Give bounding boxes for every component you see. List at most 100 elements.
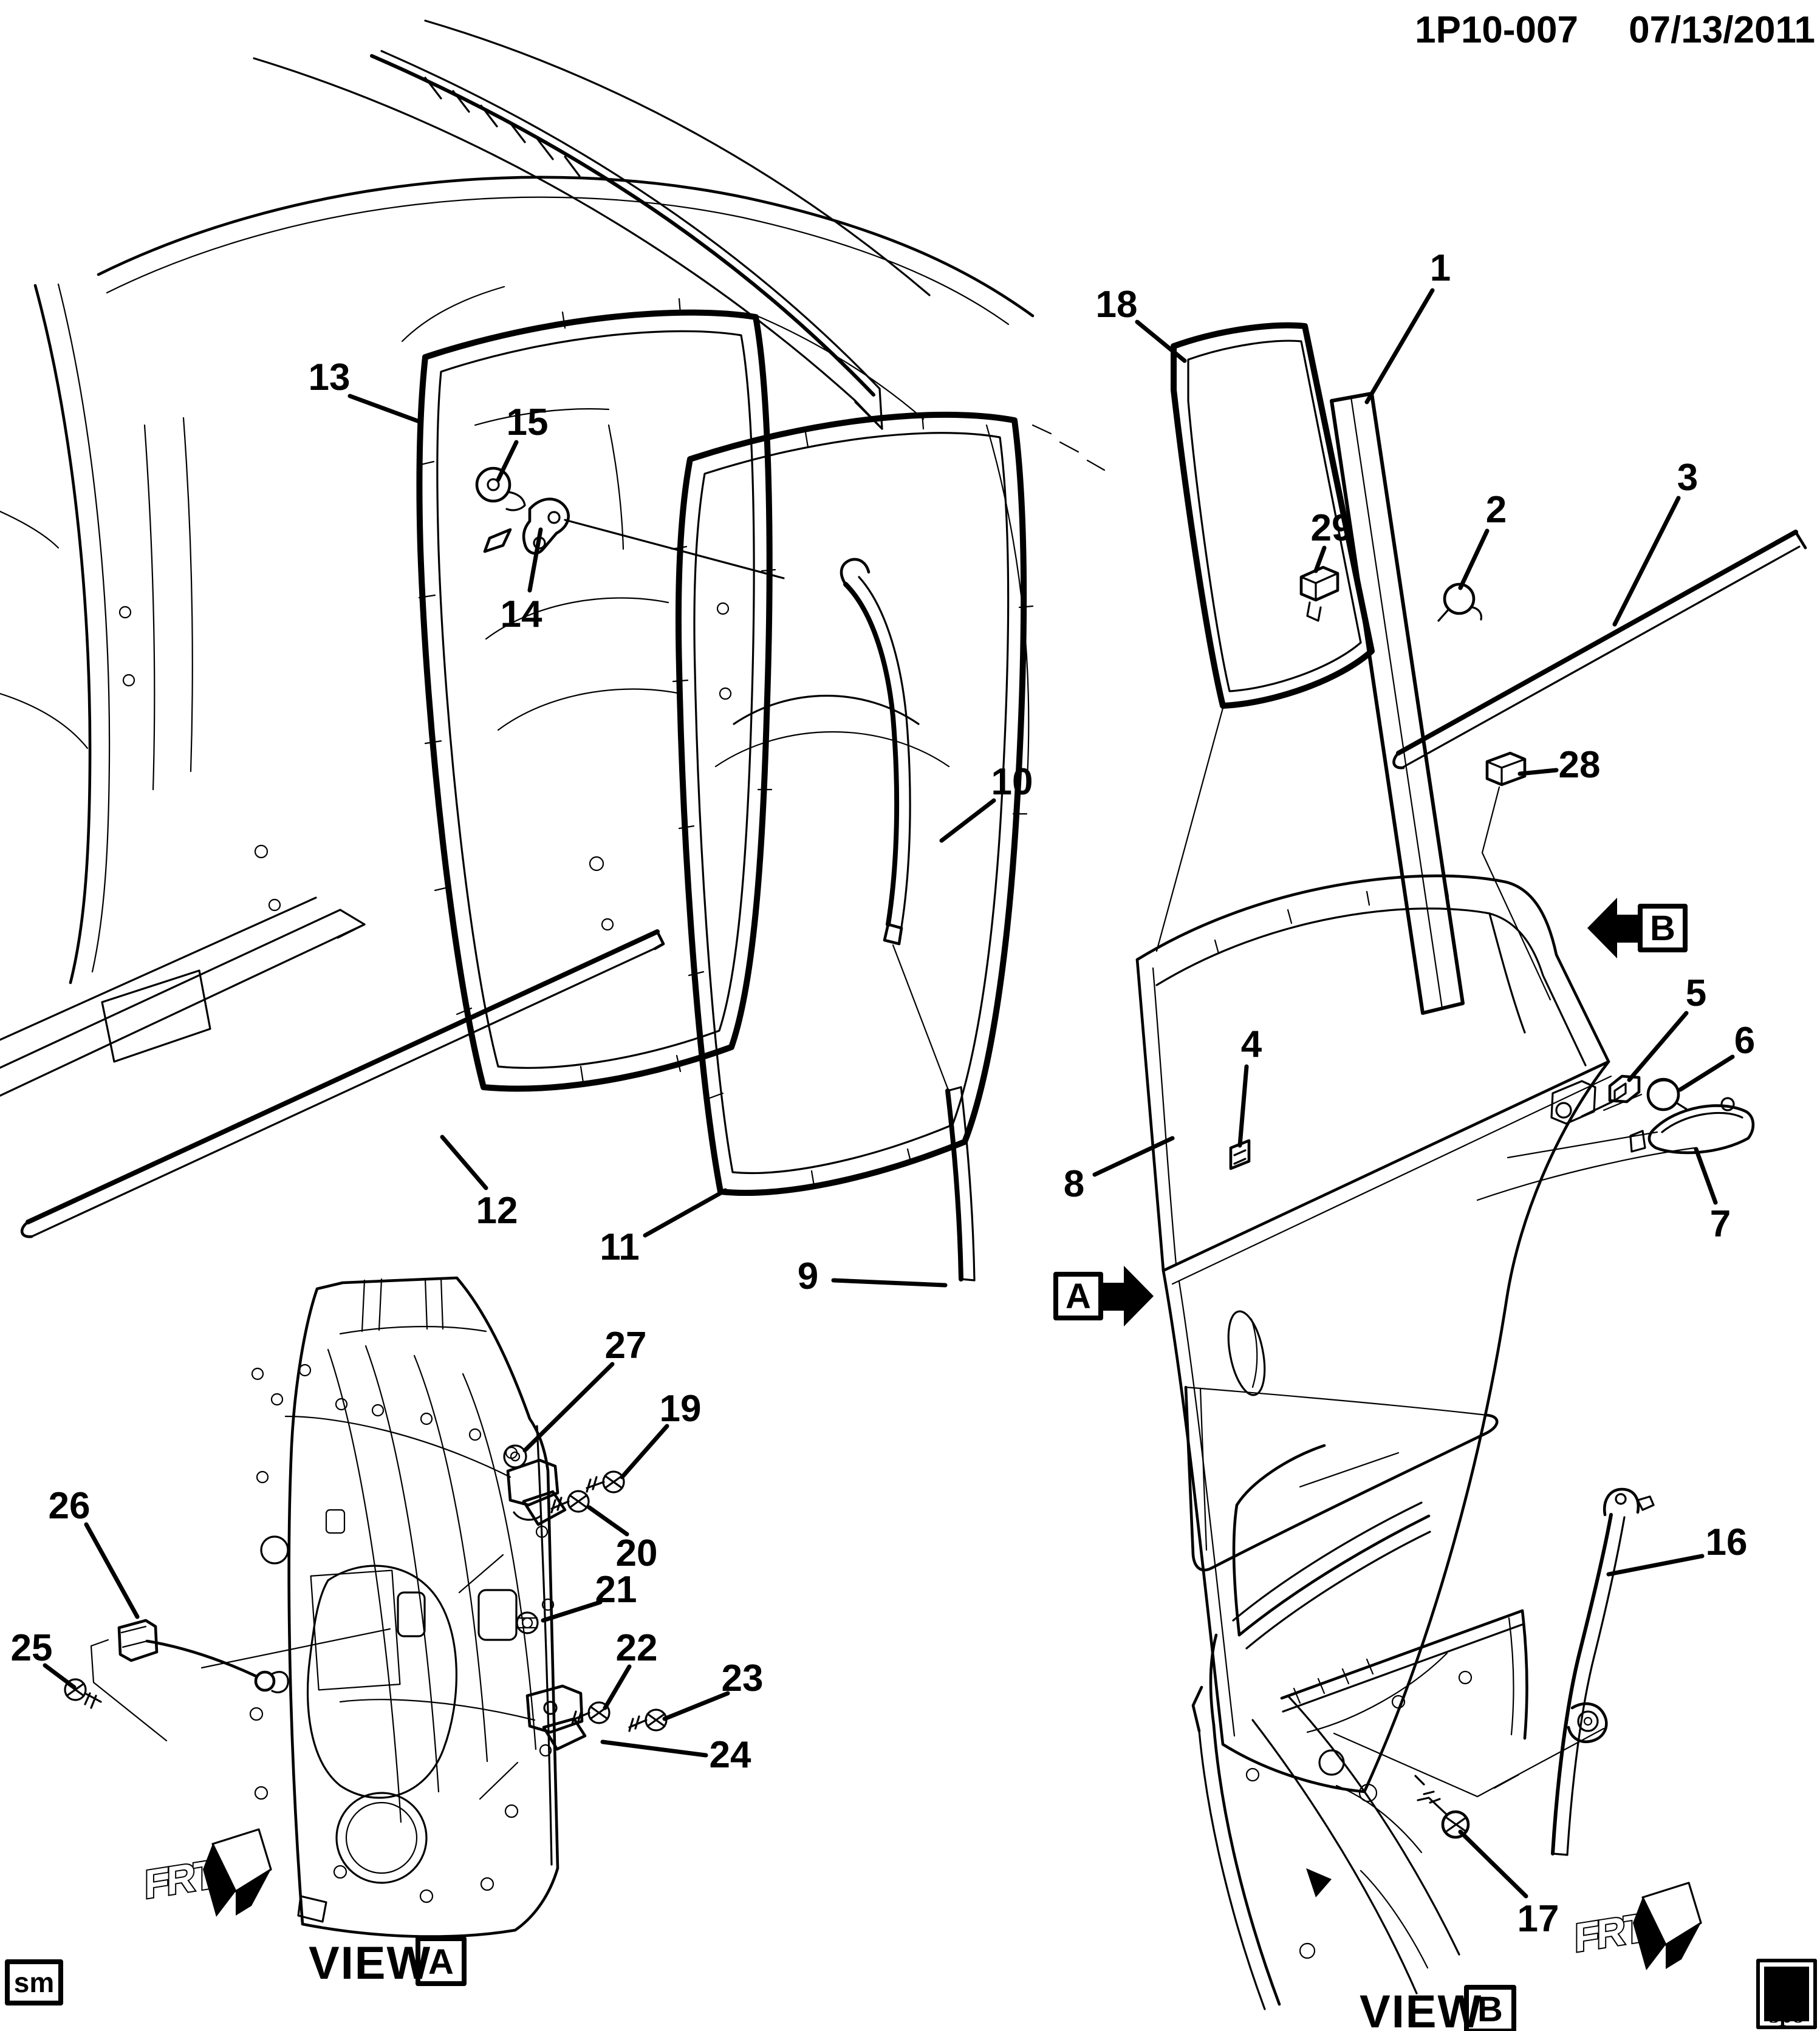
callout-8-label: 8 — [1064, 1163, 1084, 1205]
callout-24-leader — [600, 1739, 708, 1758]
callout-4-leader — [1237, 1064, 1249, 1148]
callout-6-label: 6 — [1734, 1020, 1755, 1062]
car-body — [0, 19, 1106, 1097]
callout-5-label: 5 — [1686, 972, 1706, 1014]
callout-15-leader — [496, 440, 519, 482]
view-a-word: VIEW — [309, 1937, 431, 1989]
callout-18-leader — [1135, 319, 1187, 363]
belt-molding-3 — [1392, 530, 1807, 770]
callout-23-leader — [662, 1691, 730, 1721]
clip-29 — [1299, 565, 1339, 622]
callout-3-label: 3 — [1677, 457, 1698, 499]
callout-14-leader — [527, 527, 543, 593]
frt-icon-b: FRT — [1573, 1882, 1702, 1970]
rear-door-8 — [1135, 874, 1696, 1794]
filler-strip-9 — [945, 1086, 976, 1282]
callout-10-leader — [939, 798, 996, 843]
callout-11-leader — [643, 1188, 728, 1238]
quarter-glass-18 — [1171, 322, 1375, 709]
callout-13-leader — [347, 394, 422, 424]
run-channel-10 — [840, 558, 949, 1090]
view-a-title: VIEW A — [309, 1936, 467, 1989]
view-a-door-panel — [64, 1276, 668, 1938]
marker-a-letter: A — [1066, 1277, 1091, 1316]
view-a-letter: A — [428, 1942, 454, 1982]
callout-29-leader — [1313, 545, 1327, 573]
screw-19 — [586, 1470, 625, 1493]
screw-23 — [628, 1708, 668, 1732]
run-channel-16 — [1551, 1487, 1655, 1856]
callout-22-leader — [603, 1664, 632, 1710]
callout-11-label: 11 — [600, 1226, 640, 1268]
callout-2-label: 2 — [1486, 489, 1507, 531]
screw-20 — [550, 1490, 590, 1514]
callout-10-label: 10 — [991, 761, 1033, 803]
frt-b-label: FRT — [1575, 1905, 1647, 1961]
view-b-word: VIEW — [1360, 1986, 1482, 2031]
marker-B: B — [1587, 898, 1688, 958]
callout-19-leader — [620, 1424, 669, 1480]
callout-layer: 1234567891011121314151617181920212223242… — [11, 247, 1756, 1940]
callout-17-leader — [1458, 1829, 1528, 1899]
callout-28-leader — [1517, 768, 1559, 776]
callout-20-label: 20 — [616, 1532, 658, 1574]
handle-parts-5-6-7 — [1608, 1074, 1755, 1155]
callout-9-label: 9 — [798, 1255, 818, 1297]
view-b-structure — [1184, 1385, 1655, 2010]
callout-7-leader — [1694, 1147, 1718, 1205]
screw-22 — [571, 1701, 611, 1725]
callout-25-leader — [43, 1663, 77, 1690]
callout-19-label: 19 — [660, 1388, 702, 1430]
marker-A: A — [1053, 1266, 1154, 1326]
gmspo-logo-gm: gm — [1771, 1992, 1803, 2013]
callout-17-label: 17 — [1517, 1898, 1559, 1940]
nut-21 — [516, 1611, 539, 1634]
callout-26-label: 26 — [49, 1485, 91, 1527]
bolt-17 — [1414, 1775, 1470, 1839]
callout-29-label: 29 — [1311, 507, 1353, 549]
clip-28 — [1155, 707, 1551, 1001]
callout-6-leader — [1678, 1054, 1735, 1092]
callout-12-label: 12 — [476, 1190, 518, 1232]
callout-1-label: 1 — [1430, 247, 1451, 289]
callout-18-label: 18 — [1096, 284, 1138, 326]
callout-16-leader — [1606, 1554, 1705, 1577]
weatherstrip-seal-11 — [671, 411, 1034, 1196]
callout-2-leader — [1458, 528, 1490, 590]
callout-3-leader — [1612, 496, 1681, 627]
marker-b-letter: B — [1650, 909, 1675, 948]
check-strap-26 — [90, 1619, 289, 1742]
gmspo-logo: gm spo — [1756, 1959, 1817, 2029]
callout-20-leader — [587, 1505, 629, 1537]
callout-27-label: 27 — [605, 1325, 647, 1367]
applique-1 — [1330, 392, 1465, 1015]
callout-14-label: 14 — [501, 593, 542, 635]
header-date: 07/13/2011 — [1629, 9, 1815, 51]
callout-8-leader — [1092, 1136, 1175, 1177]
callout-24-label: 24 — [710, 1734, 751, 1776]
callout-13-label: 13 — [309, 357, 351, 398]
callout-16-label: 16 — [1706, 1521, 1748, 1563]
callout-25-label: 25 — [11, 1627, 53, 1669]
screw-25 — [64, 1678, 102, 1709]
frt-icon-a: FRT — [143, 1828, 272, 1917]
callout-22-label: 22 — [616, 1627, 658, 1669]
callout-7-label: 7 — [1710, 1203, 1731, 1245]
retainer-parts-14-15 — [475, 466, 785, 579]
gmspo-logo-spo: spo — [1769, 2006, 1804, 2027]
sm-stamp: sm — [5, 1959, 63, 2005]
callout-4-label: 4 — [1241, 1023, 1262, 1065]
weatherstrip-seal-13 — [416, 298, 776, 1092]
callout-26-leader — [84, 1522, 140, 1619]
view-b-title: VIEW B — [1360, 1985, 1516, 2031]
callout-28-label: 28 — [1559, 744, 1601, 786]
callout-15-label: 15 — [507, 401, 549, 443]
header-part-number: 1P10-007 — [1415, 9, 1578, 51]
callout-23-label: 23 — [722, 1657, 764, 1699]
callout-12-leader — [440, 1135, 488, 1190]
callout-21-leader — [541, 1600, 603, 1623]
callout-5-leader — [1627, 1011, 1689, 1082]
callout-9-leader — [831, 1278, 948, 1288]
